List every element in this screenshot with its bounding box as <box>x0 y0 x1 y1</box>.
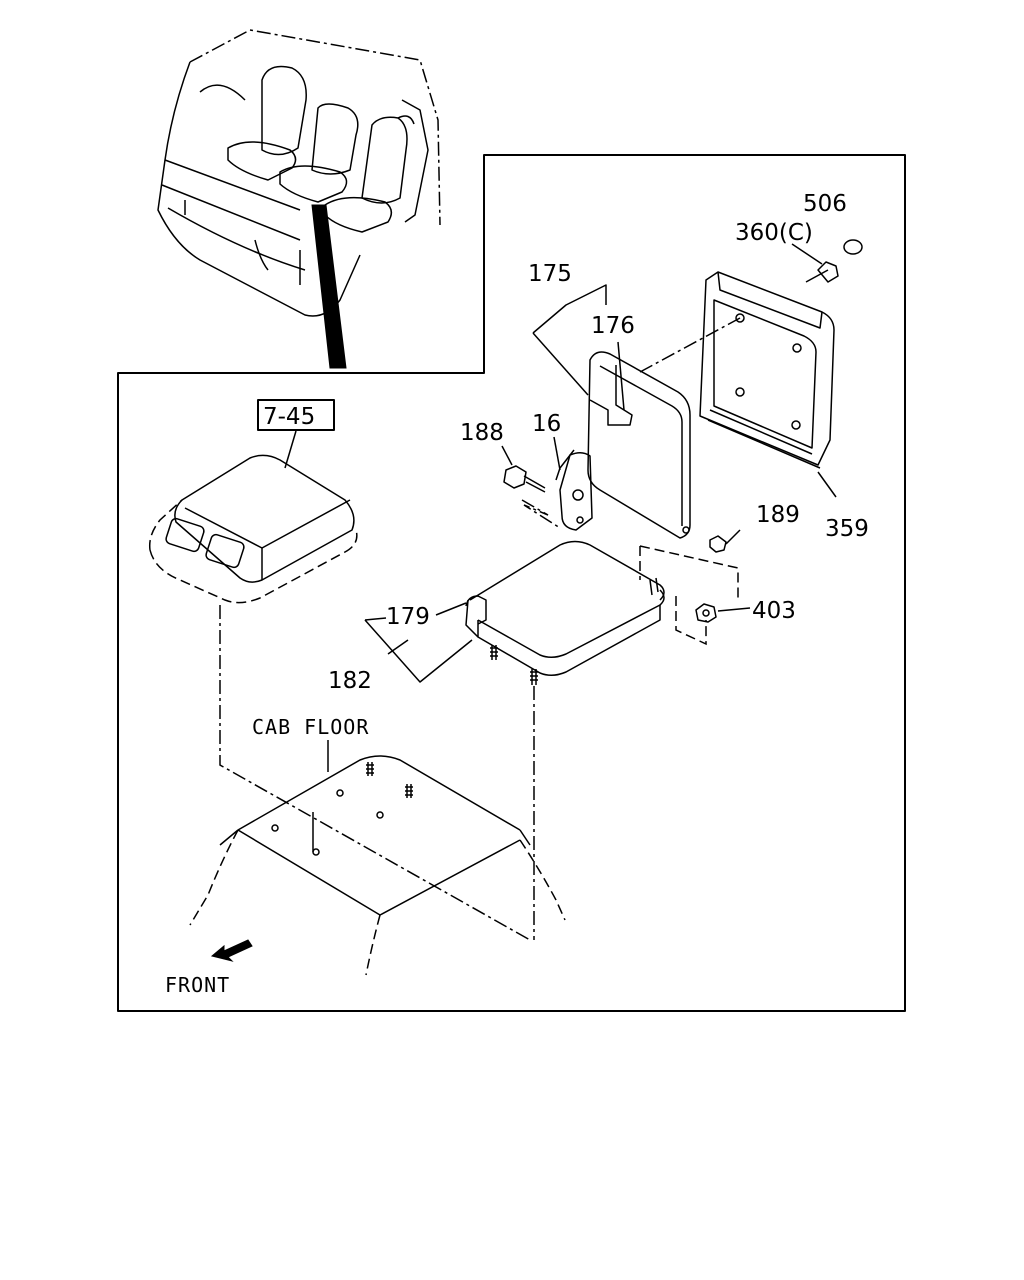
callout-176: 176 <box>591 313 635 339</box>
callout-360c: 360(C) <box>735 220 813 246</box>
reference-box <box>257 399 335 431</box>
cab-overview-illustration <box>157 29 441 369</box>
clip-360c <box>805 261 839 283</box>
cap-506 <box>843 239 863 255</box>
callout-189: 189 <box>756 502 800 528</box>
cab-floor-label: CAB FLOOR <box>252 715 369 739</box>
bolt-188 <box>503 465 546 493</box>
nut-403 <box>695 603 717 623</box>
callout-403: 403 <box>752 598 796 624</box>
callout-182: 182 <box>328 668 372 694</box>
seat-back <box>587 351 691 539</box>
callout-179: 179 <box>386 604 430 630</box>
seat-cover-shell <box>699 271 835 469</box>
console-7-45 <box>148 454 358 604</box>
front-label: FRONT <box>165 973 230 997</box>
callout-16: 16 <box>532 411 561 437</box>
reference-box-label: 7-45 <box>263 404 315 430</box>
callout-188: 188 <box>460 420 504 446</box>
nut-189 <box>709 535 727 553</box>
front-arrow-icon <box>210 939 253 962</box>
detail-frame <box>117 154 906 1012</box>
callout-175: 175 <box>528 261 572 287</box>
callout-506: 506 <box>803 191 847 217</box>
cab-floor <box>189 755 566 976</box>
seat-base-bracket <box>465 540 665 685</box>
hinge-bracket <box>555 449 593 531</box>
callout-359: 359 <box>825 516 869 542</box>
